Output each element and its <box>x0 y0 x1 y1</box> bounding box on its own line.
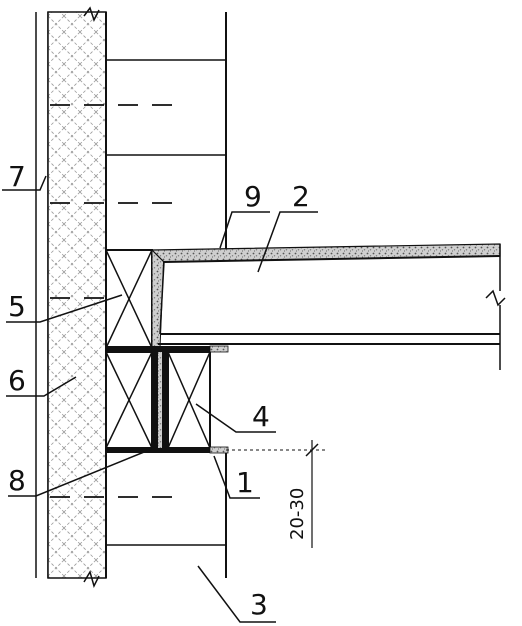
insulation-layer <box>47 11 107 579</box>
callout-5: 5 <box>8 290 26 323</box>
callout-6: 6 <box>8 364 26 397</box>
dimension-20-30: 20-30 <box>226 440 326 548</box>
callout-9: 9 <box>244 180 262 213</box>
upper-timber-plate <box>105 249 153 349</box>
break-marks <box>83 6 506 589</box>
leader-lines <box>2 175 318 623</box>
callout-7: 7 <box>8 160 26 193</box>
callout-4: 4 <box>252 400 270 433</box>
callout-1: 1 <box>236 466 254 499</box>
callout-3: 3 <box>250 588 268 621</box>
callout-2: 2 <box>292 180 310 213</box>
dimension-label: 20-30 <box>287 488 308 540</box>
floor-slab <box>150 243 501 370</box>
callout-8: 8 <box>8 464 26 497</box>
callouts: 7 9 2 5 6 4 8 1 3 <box>8 160 310 621</box>
